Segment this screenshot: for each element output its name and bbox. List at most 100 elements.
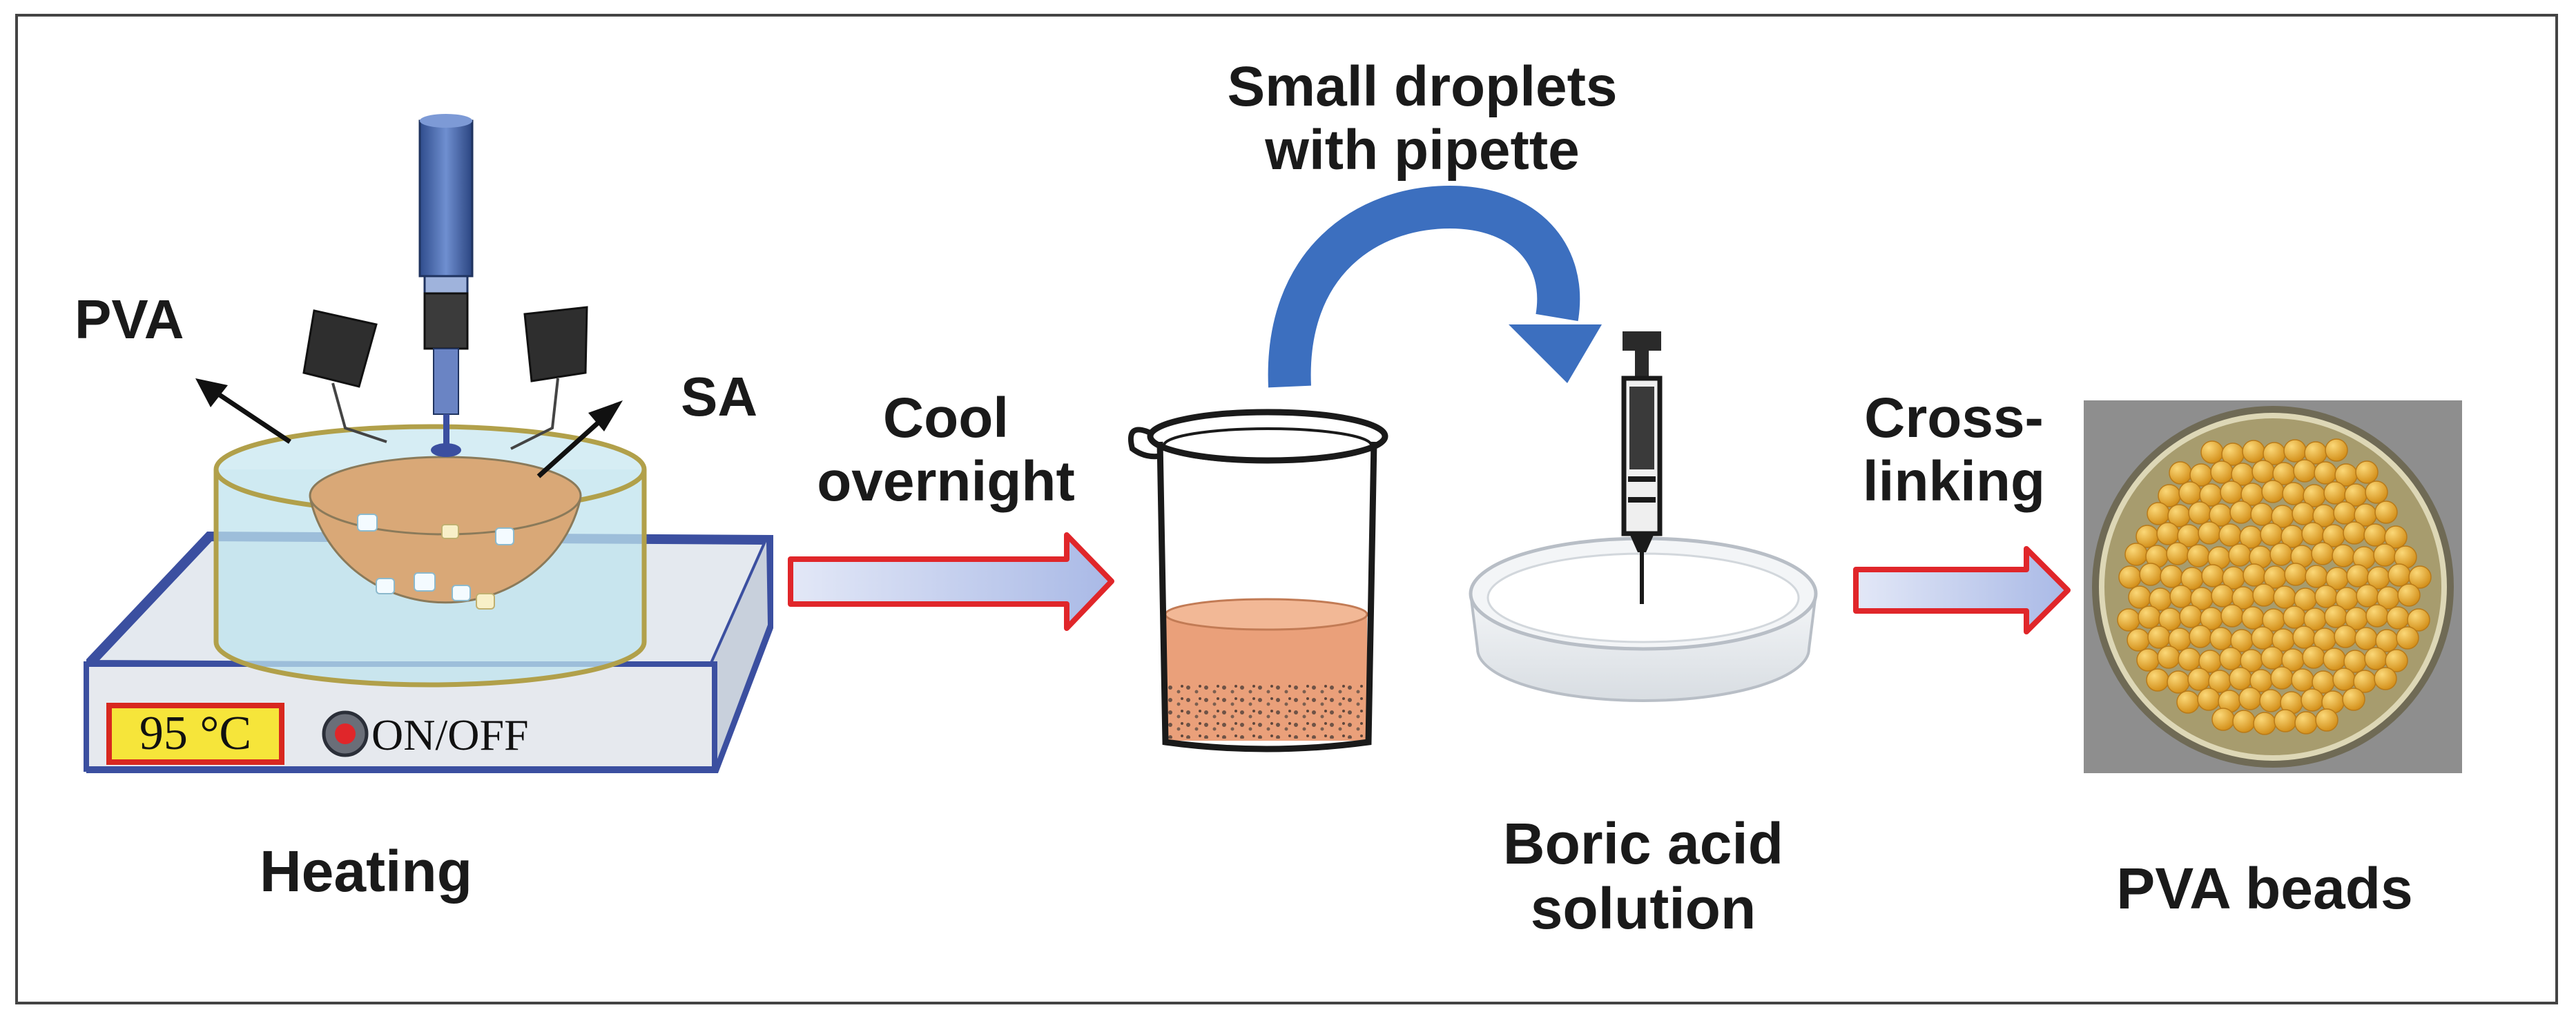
bead (2269, 543, 2293, 566)
bead (2284, 563, 2307, 586)
bead (2124, 543, 2148, 566)
bead (2314, 461, 2337, 485)
bead (2365, 480, 2388, 504)
bead (2302, 645, 2325, 669)
bead (2210, 460, 2234, 484)
bead (2397, 583, 2421, 607)
flask-necks (302, 306, 588, 450)
temperature-display (106, 703, 284, 765)
bead (2333, 501, 2356, 525)
label-heating: Heating (259, 839, 473, 904)
figure-border (15, 14, 2558, 1004)
label-droplets-line1: Small droplets (1227, 55, 1618, 118)
bead (2167, 670, 2190, 694)
bead (2294, 711, 2318, 735)
bead (2260, 523, 2283, 546)
bead (2354, 627, 2378, 650)
overhead-stirrer (418, 114, 474, 457)
bead (2311, 542, 2334, 565)
bead (2243, 563, 2266, 587)
bead (2146, 668, 2169, 692)
bead (2157, 645, 2180, 669)
bead (2334, 625, 2357, 648)
input-arrows (195, 378, 623, 478)
bead (2250, 503, 2274, 526)
bead (2342, 688, 2365, 711)
bead (2138, 605, 2161, 629)
bead (2324, 605, 2347, 628)
bead (2305, 565, 2328, 588)
bead (2242, 440, 2265, 463)
bead (2273, 585, 2296, 609)
bead (2220, 480, 2243, 504)
bead (2332, 668, 2356, 691)
bead (2179, 605, 2202, 628)
bead (2292, 625, 2316, 649)
bead (2384, 525, 2408, 549)
bead (2332, 544, 2355, 567)
beads-photo (2084, 400, 2462, 773)
label-cross-line1: Cross- (1864, 387, 2044, 449)
bead (2355, 460, 2379, 484)
bead (2128, 585, 2151, 609)
bead (2363, 523, 2387, 547)
bead (2218, 523, 2242, 547)
bead (2251, 626, 2274, 650)
bead (2200, 440, 2224, 464)
bead (2407, 608, 2430, 632)
bead (2343, 521, 2366, 545)
bead (2136, 648, 2160, 672)
bead (2364, 647, 2388, 670)
bead (2178, 481, 2202, 505)
bead (2187, 668, 2211, 691)
bead (2386, 606, 2410, 630)
bead (2229, 500, 2253, 524)
bead (2189, 625, 2212, 648)
label-cross-line2: linking (1862, 449, 2046, 513)
beaker (1127, 409, 1388, 752)
bead (2292, 502, 2315, 525)
bead (2346, 564, 2370, 587)
temperature-readout: 95 °C (139, 707, 252, 760)
label-sa: SA (681, 366, 758, 427)
bead (2385, 649, 2408, 672)
bead-cluster (2117, 438, 2432, 735)
bead (2201, 564, 2225, 587)
bead (2198, 521, 2221, 545)
bead (2178, 648, 2201, 671)
bead (2301, 688, 2324, 712)
bead (2188, 501, 2211, 525)
bead (2251, 460, 2275, 483)
bead (2301, 522, 2325, 545)
arrow-droplets (1268, 185, 1602, 388)
arrow-cool (788, 532, 1114, 631)
bead (2156, 522, 2180, 545)
bead (2147, 502, 2170, 525)
label-small-droplets: Small droplets with pipette (1174, 55, 1671, 182)
bead (2117, 608, 2140, 632)
bead (2118, 565, 2142, 589)
bead (2408, 565, 2432, 589)
bead (2388, 563, 2411, 587)
bead (2169, 585, 2193, 608)
label-pva: PVA (75, 289, 184, 350)
bead (2211, 708, 2235, 731)
label-cool-line2: overnight (817, 449, 1075, 513)
bead (2261, 480, 2285, 503)
bead (2259, 689, 2283, 712)
label-boric-line2: solution (1530, 876, 1756, 942)
label-droplets-line2: with pipette (1265, 118, 1580, 182)
bead (2323, 481, 2347, 505)
label-cool-line1: Cool (882, 387, 1009, 449)
water-bath (213, 424, 647, 688)
bead (2315, 708, 2338, 732)
bead (2219, 647, 2243, 670)
bead (2314, 585, 2338, 608)
label-boric-acid: Boric acid solution (1429, 811, 1857, 941)
bead (2325, 438, 2348, 462)
power-label: ON/OFF (371, 710, 529, 759)
label-cross-linking: Cross- linking (1837, 387, 2071, 514)
bead (2228, 543, 2251, 567)
bead (2270, 666, 2294, 690)
